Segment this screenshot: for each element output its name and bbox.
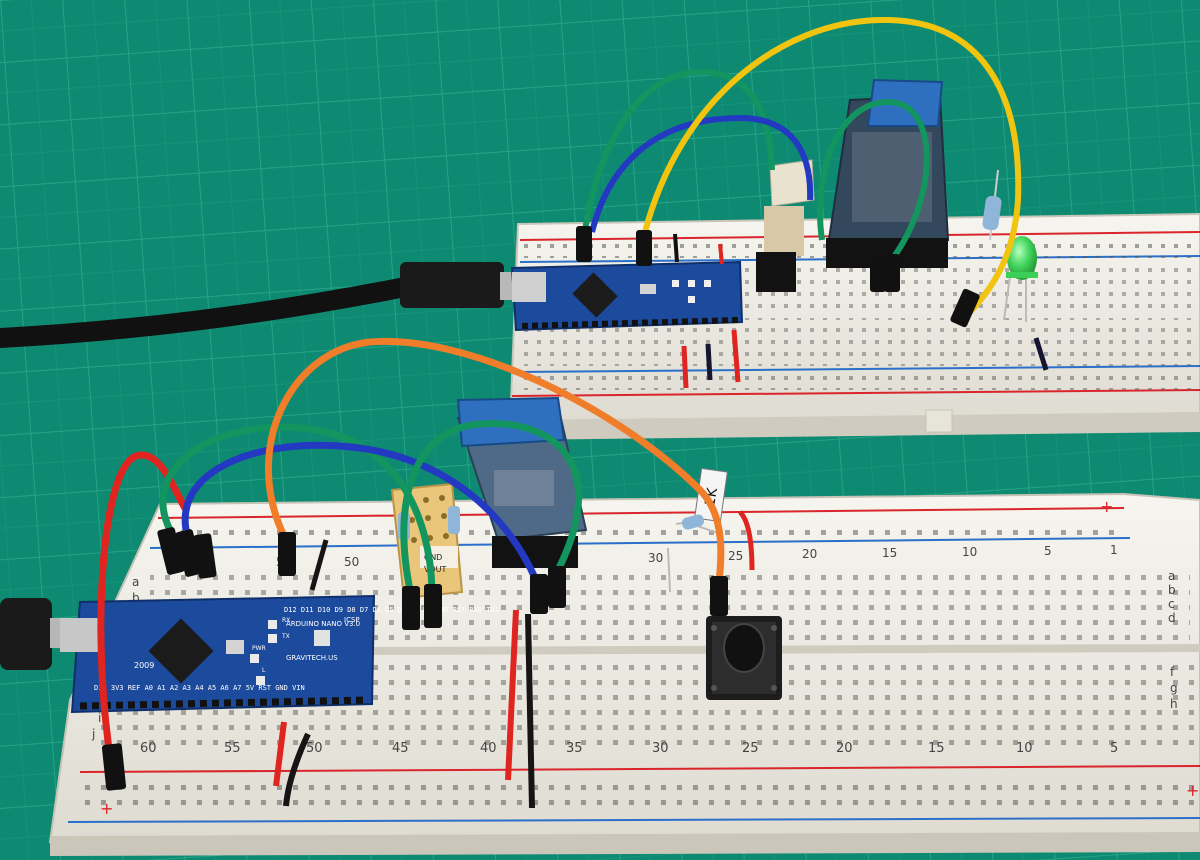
- top-rail-blue-2: [514, 365, 1200, 373]
- wire-red-vertical: [505, 609, 519, 781]
- nano-tx: TX: [281, 633, 290, 640]
- resistor-divider-top: [756, 159, 815, 292]
- rail-num-30: 30: [648, 551, 663, 565]
- svg-text:+: +: [100, 799, 113, 818]
- row-letter-right-e: a: [1168, 569, 1175, 583]
- row-letter-right-c: c: [1168, 597, 1175, 611]
- row-letter-a: a: [132, 575, 139, 589]
- nano-pwr: PWR: [252, 645, 266, 652]
- row-num-5: 5: [1110, 741, 1118, 756]
- wire-blue-bottom: [181, 441, 540, 582]
- rail-num-25: 25: [728, 549, 743, 563]
- usb-port-top: [512, 272, 546, 302]
- wire-orange-bottom: [264, 337, 725, 591]
- arduino-nano-top: [510, 260, 744, 332]
- wire-green-top-2: [816, 98, 930, 264]
- rail-num-10: 10: [962, 545, 977, 559]
- arduino-nano-bottom: D12 D11 D10 D9 D8 D7 D6 D5 D4 D3 D2 GND …: [60, 594, 499, 714]
- row-num-15: 15: [928, 741, 945, 756]
- bottom-rail-red-1: [157, 507, 1125, 519]
- rail-num-50: 50: [344, 555, 359, 569]
- row-letter-j: j: [91, 727, 95, 741]
- row-num-55: 55: [224, 741, 241, 756]
- row-num-25: 25: [742, 741, 759, 756]
- wire-green-top: [582, 68, 775, 231]
- row-letter-right-h: h: [1170, 697, 1178, 711]
- rail-num-20: 20: [802, 547, 817, 561]
- nano-icsp: ICSP: [344, 616, 360, 624]
- rail-num-5: 5: [1044, 544, 1052, 558]
- usb-cable-top: [0, 262, 518, 348]
- mcu-chip-bottom: [148, 618, 214, 684]
- wire-black-vertical: [525, 613, 535, 809]
- resistor-top-led: [982, 169, 1002, 241]
- top-rail-red-2: [511, 389, 1200, 397]
- nano-label: ARDUINO NANO V3.0: [286, 620, 360, 628]
- row-letter-right-d: b: [1168, 583, 1176, 597]
- wire-yellow-top: [642, 16, 1022, 315]
- divider-vout: VOUT: [424, 565, 446, 574]
- nano-brand: GRAVITECH.US: [286, 654, 338, 662]
- svg-text:+: +: [1186, 781, 1199, 800]
- smd-leds-bottom: [250, 620, 277, 685]
- row-letter-right-g: g: [1170, 681, 1178, 695]
- usb-plug-bottom: [0, 598, 52, 670]
- nano-year: 2009: [134, 661, 154, 670]
- wire-green-bottom-2: [400, 420, 583, 591]
- nano-l: L: [262, 667, 266, 674]
- jumper-wires-top: [576, 16, 1022, 328]
- row-num-40: 40: [480, 741, 497, 756]
- row-letter-i: i: [98, 711, 101, 725]
- row-num-10: 10: [1016, 741, 1033, 756]
- mcu-chip-top: [572, 272, 618, 318]
- row-num-45: 45: [392, 741, 409, 756]
- smd-leds-top: [672, 280, 711, 303]
- jumper-wires: [97, 337, 728, 791]
- nano-pins-bottom: D13 3V3 REF A0 A1 A2 A3 A4 A5 A6 A7 5V R…: [94, 684, 305, 692]
- row-num-20: 20: [836, 741, 853, 756]
- row-num-50: 50: [306, 741, 323, 756]
- divider-gnd: GND: [424, 553, 442, 562]
- bottom-rail-red-2: [79, 765, 1200, 773]
- tactile-push-button[interactable]: [706, 616, 782, 700]
- row-num-60: 60: [140, 741, 157, 756]
- rail-num-15: 15: [882, 546, 897, 560]
- usb-plug-top: [400, 262, 504, 308]
- row-letter-right-f: f: [1170, 665, 1175, 679]
- rail-num-1: 1: [1110, 543, 1118, 557]
- row-letter-right-b: d: [1168, 611, 1176, 625]
- led-body: [1007, 236, 1037, 280]
- reset-button: [226, 640, 244, 654]
- nano-pins-top: D12 D11 D10 D9 D8 D7 D6 D5 D4 D3 D2 GND …: [284, 606, 499, 614]
- svg-text:+: +: [1100, 497, 1113, 516]
- usb-port-bottom: [60, 618, 98, 652]
- nano-rx: RX: [282, 617, 290, 624]
- row-num-30: 30: [652, 741, 669, 756]
- row-letter-b: b: [132, 591, 140, 605]
- wire-green-bottom: [159, 423, 436, 591]
- green-led: [1003, 236, 1038, 322]
- row-num-35: 35: [566, 741, 583, 756]
- bottom-rail-blue-2: [67, 817, 1200, 823]
- nano-logo: [314, 630, 330, 646]
- wire-blue-top: [589, 114, 814, 233]
